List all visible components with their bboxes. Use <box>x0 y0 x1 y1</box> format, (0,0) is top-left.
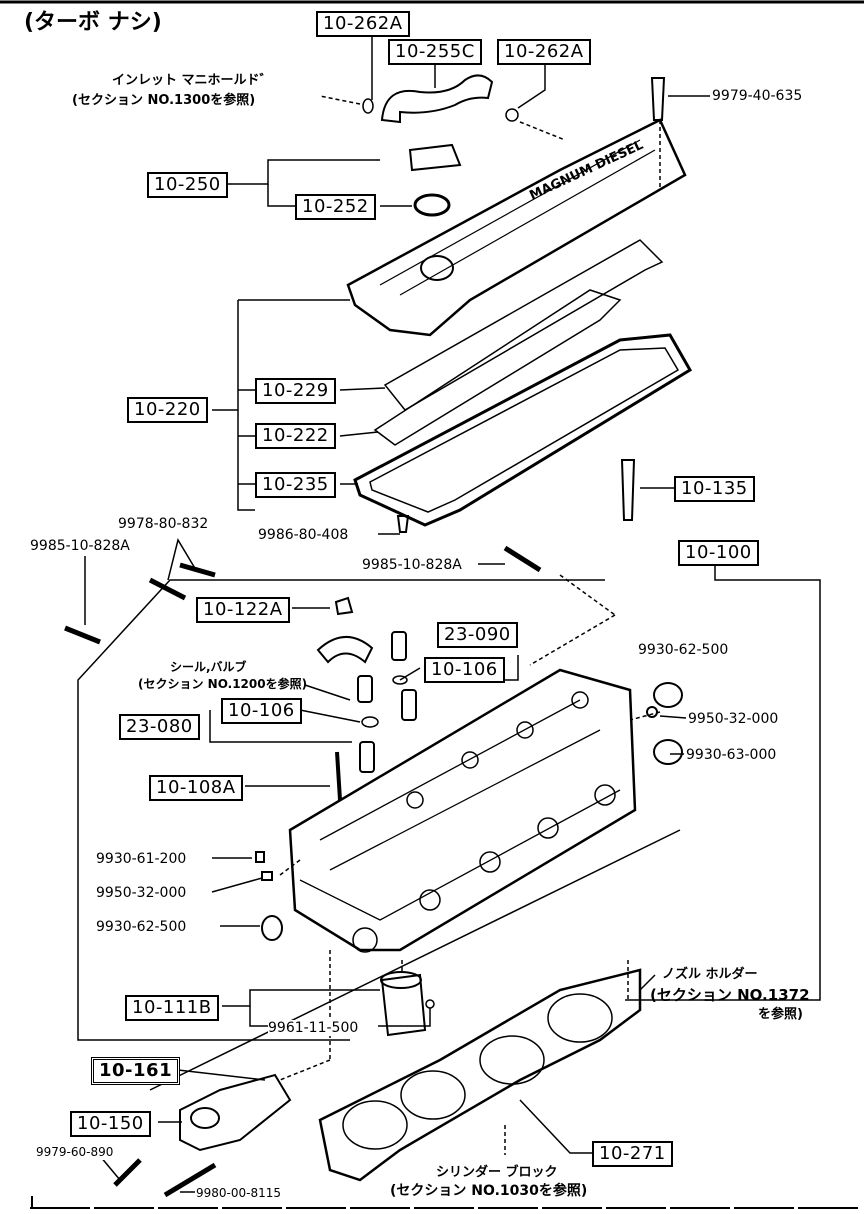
head-gasket-10-271 <box>318 968 642 1182</box>
diagram-title: (ターボ ナシ) <box>24 10 162 35</box>
part-10-252[interactable]: 10-252 <box>295 194 376 220</box>
part-10-150[interactable]: 10-150 <box>70 1111 151 1137</box>
note-nozzle-holder-ref2: を参照) <box>758 1007 803 1022</box>
note-cylinder-block: シリンダー ブロック <box>436 1165 558 1180</box>
part-10-271[interactable]: 10-271 <box>592 1141 673 1167</box>
gasket-10-222 <box>373 289 622 446</box>
part-10-255C[interactable]: 10-255C <box>388 39 482 65</box>
note-cylinder-block-ref: (セクション NO.1030を参照) <box>390 1183 588 1199</box>
cylinder-head-part <box>288 668 637 952</box>
gasket-10-229 <box>383 239 664 411</box>
gasket-10-235 <box>353 333 693 527</box>
part-23-090[interactable]: 23-090 <box>437 622 518 648</box>
part-10-250[interactable]: 10-250 <box>147 172 228 198</box>
part-10-262A[interactable]: 10-262A <box>316 11 410 37</box>
part-number[interactable]: 9930-61-200 <box>96 851 187 867</box>
part-10-106[interactable]: 10-106 <box>424 657 505 683</box>
part-number[interactable]: 9930-62-500 <box>96 919 187 935</box>
part-10-108A[interactable]: 10-108A <box>149 775 243 801</box>
part-10-106[interactable]: 10-106 <box>221 698 302 724</box>
hose-part <box>380 74 494 124</box>
part-10-229[interactable]: 10-229 <box>255 378 336 404</box>
part-23-080[interactable]: 23-080 <box>119 714 200 740</box>
part-number[interactable]: 9961-11-500 <box>268 1020 359 1036</box>
part-10-262A[interactable]: 10-262A <box>497 39 591 65</box>
part-number[interactable]: 9930-62-500 <box>638 642 729 658</box>
part-10-100[interactable]: 10-100 <box>678 540 759 566</box>
part-number[interactable]: 9985-10-828A <box>30 538 130 554</box>
note-valve-seal: シール,バルブ <box>170 660 247 674</box>
part-number[interactable]: 9979-40-635 <box>712 88 803 104</box>
part-10-235[interactable]: 10-235 <box>255 472 336 498</box>
oil-cap-part <box>408 143 462 172</box>
note-valve-seal-ref: (セクション NO.1200を参照) <box>138 677 308 691</box>
note-inlet-manifold: インレット マニホールド゛ <box>112 73 273 88</box>
part-number[interactable]: 9978-80-832 <box>118 516 209 532</box>
note-inlet-manifold-ref: (セクション NO.1300を参照) <box>72 93 256 108</box>
part-10-135[interactable]: 10-135 <box>674 476 755 502</box>
part-10-122A[interactable]: 10-122A <box>196 597 290 623</box>
rocker-cover-part <box>346 118 687 337</box>
part-10-111B[interactable]: 10-111B <box>125 995 219 1021</box>
part-number[interactable]: 9950-32-000 <box>96 885 187 901</box>
part-10-222[interactable]: 10-222 <box>255 423 336 449</box>
housing-10-150 <box>179 1073 292 1152</box>
note-nozzle-holder-ref: (セクション NO.1372 <box>650 986 810 1004</box>
note-nozzle-holder: ノズル ホルダー <box>662 967 758 982</box>
part-number[interactable]: 9950-32-000 <box>688 711 779 727</box>
part-number[interactable]: 9986-80-408 <box>258 527 349 543</box>
part-number[interactable]: 9985-10-828A <box>362 557 462 573</box>
cover-lettering: MAGNUM DIESEL <box>527 138 645 204</box>
part-10-220[interactable]: 10-220 <box>127 397 208 423</box>
part-10-161[interactable]: 10-161 <box>91 1057 181 1085</box>
part-number[interactable]: 9980-00-8115 <box>196 1185 282 1201</box>
part-number[interactable]: 9979-60-890 <box>36 1144 114 1160</box>
part-number[interactable]: 9930-63-000 <box>686 747 777 763</box>
